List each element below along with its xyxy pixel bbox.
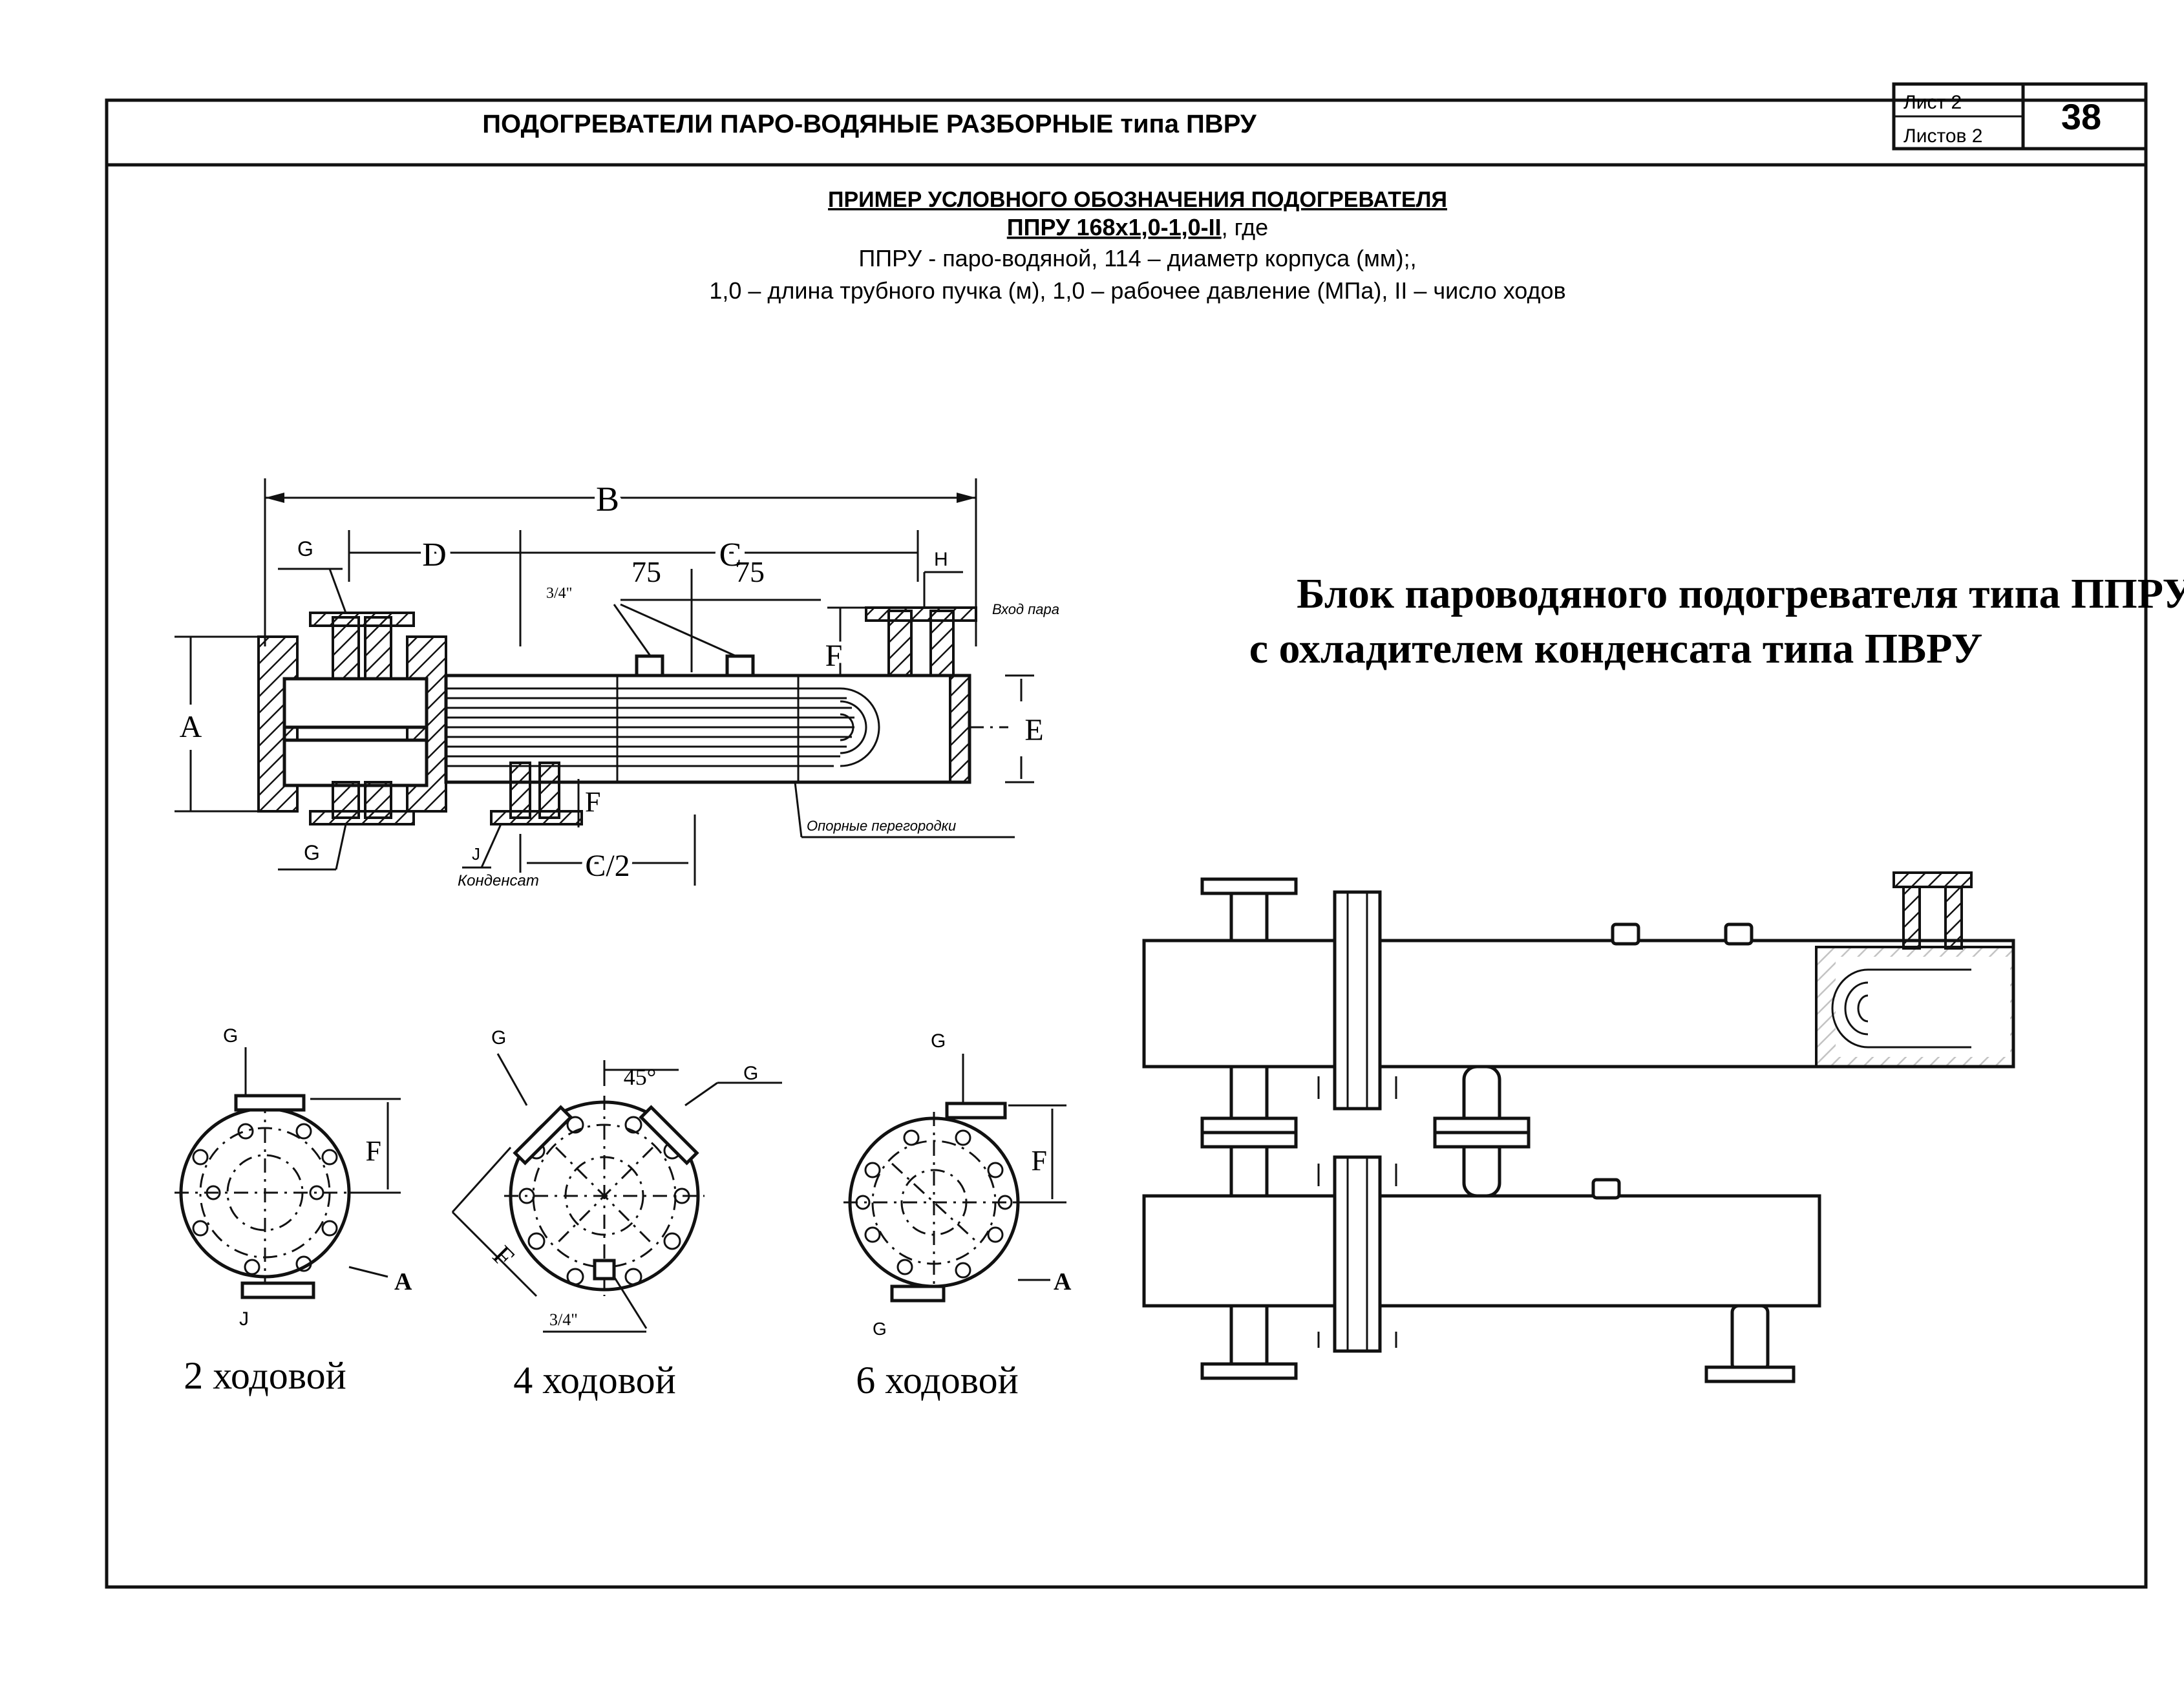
- sec6-label-f: F: [1032, 1145, 1047, 1177]
- sec2-label-j: J: [239, 1308, 249, 1330]
- section-caption-6-pass: 6 ходовой: [856, 1359, 1019, 1401]
- thread-label: 3/4": [546, 585, 572, 602]
- dim-label-c: C: [719, 537, 742, 573]
- section-caption-2-pass: 2 ходовой: [184, 1354, 346, 1397]
- designation-code: ППРУ 168х1,0-1,0-II: [1007, 214, 1222, 240]
- sec4-label-g-right: G: [743, 1063, 758, 1084]
- designation-heading: ПРИМЕР УСЛОВНОГО ОБОЗНАЧЕНИЯ ПОДОГРЕВАТЕ…: [828, 187, 1447, 212]
- label-support-baffles: Опорные перегородки: [807, 818, 956, 834]
- sec6-label-j: G: [873, 1319, 887, 1339]
- sec4-label-f: F: [487, 1239, 520, 1273]
- label-h: H: [934, 549, 948, 570]
- dim-label-a: A: [180, 710, 202, 744]
- sheets-count: Листов 2: [1903, 125, 1983, 147]
- section-2-pass: F G A J: [175, 1025, 412, 1330]
- label-g-bottom: G: [304, 841, 320, 864]
- label-g-top: G: [297, 537, 313, 560]
- sec4-label-angle: 45°: [624, 1064, 656, 1090]
- sec6-label-a: A: [1054, 1268, 1072, 1295]
- block-title-line-2: с охладителем конденсата типа ПВРУ: [1249, 625, 1983, 672]
- sheet-frame: [105, 82, 2148, 1589]
- designation-code-suffix: , где: [1222, 214, 1269, 240]
- dim-label-75-right: 75: [735, 555, 765, 588]
- designation-code-line: ППРУ 168х1,0-1,0-II, где: [1007, 214, 1268, 240]
- dim-label-f-bottom: F: [585, 786, 600, 818]
- page-title: ПОДОГРЕВАТЕЛИ ПАРО-ВОДЯНЫЕ РАЗБОРНЫЕ тип…: [482, 110, 1257, 138]
- dim-label-e: E: [1024, 713, 1043, 747]
- sheet-number: Лист 2: [1903, 92, 1962, 113]
- block-title-line-1: Блок пароводяного подогревателя типа ППР…: [1297, 570, 2184, 617]
- block-assembly-drawing: [1142, 871, 2015, 1383]
- dim-label-f-top: F: [825, 639, 843, 673]
- sec4-label-g-left: G: [491, 1027, 506, 1049]
- dim-label-c-half: C/2: [585, 849, 630, 883]
- label-j: J: [472, 844, 480, 864]
- sec2-label-f: F: [366, 1135, 381, 1167]
- section-6-pass: F G A G: [843, 1030, 1072, 1339]
- sec2-label-a: A: [394, 1268, 412, 1295]
- sec2-label-g: G: [223, 1025, 238, 1047]
- heater-section-drawing: B D C 75 75 3/4" G G: [175, 474, 1059, 889]
- label-steam-inlet: Вход пара: [992, 601, 1059, 617]
- designation-line-1: ППРУ - паро-водяной, 114 – диаметр корпу…: [858, 245, 1416, 272]
- sec6-label-g: G: [931, 1030, 946, 1052]
- label-condensate: Конденсат: [458, 872, 539, 889]
- dim-label-75-left: 75: [631, 555, 661, 588]
- dim-label-d: D: [422, 537, 447, 573]
- designation-line-2: 1,0 – длина трубного пучка (м), 1,0 – ра…: [709, 277, 1565, 304]
- dim-label-b: B: [596, 480, 619, 518]
- page-number: 38: [2061, 96, 2101, 137]
- sec4-label-thread: 3/4": [549, 1310, 578, 1329]
- section-caption-4-pass: 4 ходовой: [513, 1359, 676, 1401]
- section-4-pass: G G 45° F 3/4": [451, 1027, 782, 1333]
